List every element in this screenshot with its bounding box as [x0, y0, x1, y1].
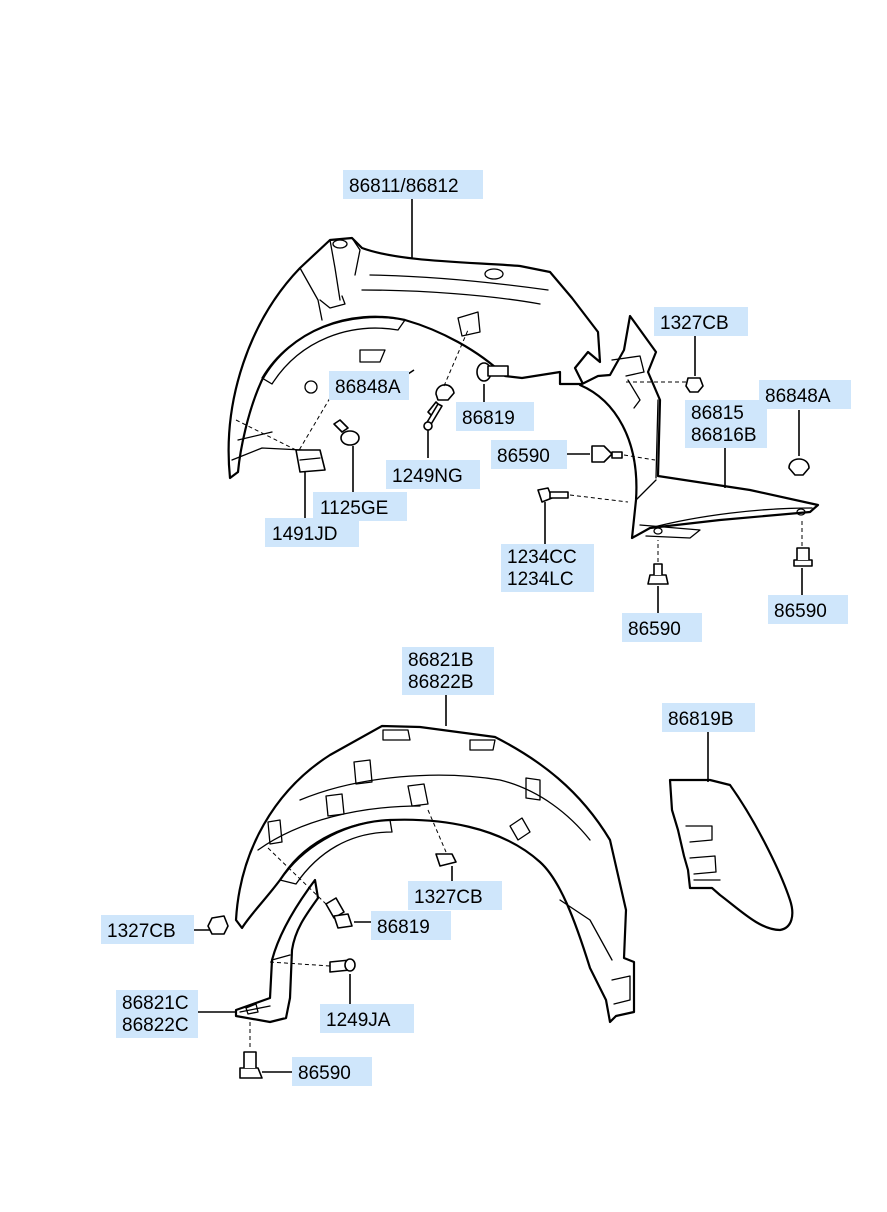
label-86815-86816B[interactable]: 86815 86816B — [685, 400, 767, 448]
label-86819B[interactable]: 86819B — [662, 703, 755, 732]
bolt-1125GE-icon — [333, 419, 360, 446]
screw-86590-mid-icon — [591, 445, 623, 463]
label-86848A-left[interactable]: 86848A — [329, 371, 409, 400]
label-86811-86812[interactable]: 86811/86812 — [343, 170, 483, 199]
label-86590-bottom2[interactable]: 86590 — [768, 595, 848, 624]
svg-text:1327CB: 1327CB — [414, 887, 483, 908]
svg-text:1327CB: 1327CB — [107, 921, 176, 942]
label-86819-low[interactable]: 86819 — [371, 911, 451, 940]
label-1234CC-1234LC[interactable]: 1234CC 1234LC — [501, 544, 594, 592]
label-1249NG[interactable]: 1249NG — [386, 460, 480, 489]
screw-1249NG-icon — [423, 403, 443, 431]
svg-text:86822C: 86822C — [122, 1015, 189, 1036]
svg-text:86815: 86815 — [691, 403, 744, 424]
bolt-1234CC-icon — [537, 487, 569, 503]
nut-1327CB-left-icon — [207, 915, 229, 935]
clip-86848A-right-icon — [788, 458, 810, 476]
screw-86590-bottom1-icon — [647, 563, 669, 585]
label-1125GE[interactable]: 1125GE — [313, 492, 407, 521]
svg-text:86821C: 86821C — [122, 993, 189, 1014]
screw-86590-bottom2-icon — [793, 547, 813, 567]
svg-text:86822B: 86822B — [408, 672, 474, 693]
svg-text:86819: 86819 — [377, 917, 430, 938]
label-1249JA[interactable]: 1249JA — [320, 1004, 414, 1033]
svg-text:1491JD: 1491JD — [272, 524, 338, 545]
svg-text:86848A: 86848A — [765, 386, 831, 407]
svg-text:1234CC: 1234CC — [507, 547, 577, 568]
label-86590-mid[interactable]: 86590 — [491, 440, 567, 469]
screw-1249JA-icon — [329, 958, 356, 973]
svg-text:86819B: 86819B — [668, 709, 734, 730]
wheel-guard-front[interactable] — [227, 236, 602, 480]
svg-text:1249JA: 1249JA — [326, 1010, 391, 1031]
label-86819-top[interactable]: 86819 — [456, 402, 534, 431]
splash-panel-86821C[interactable] — [234, 878, 320, 1024]
screw-86590-low-icon — [239, 1051, 263, 1079]
wheel-guard-86821B[interactable] — [234, 724, 636, 1024]
svg-text:1249NG: 1249NG — [392, 466, 463, 487]
cover-86819B[interactable] — [668, 778, 794, 932]
wheel-guard-rear[interactable] — [578, 314, 820, 540]
bolt-86819-low-icon — [325, 897, 353, 929]
svg-text:86819: 86819 — [462, 408, 515, 429]
nut-1327CB-mid-icon — [435, 853, 457, 867]
svg-text:86590: 86590 — [774, 601, 827, 622]
svg-text:86816B: 86816B — [691, 425, 757, 446]
clip-1491JD-icon — [295, 449, 326, 473]
svg-text:86590: 86590 — [298, 1063, 351, 1084]
svg-text:1327CB: 1327CB — [660, 313, 729, 334]
clip-86848A-left-icon — [427, 384, 455, 417]
label-1327CB-mid[interactable]: 1327CB — [408, 881, 502, 910]
label-86590-low[interactable]: 86590 — [292, 1057, 372, 1086]
label-1327CB-top[interactable]: 1327CB — [654, 307, 748, 336]
svg-text:86590: 86590 — [497, 446, 550, 467]
svg-text:86848A: 86848A — [335, 377, 401, 398]
label-86590-bottom1[interactable]: 86590 — [622, 613, 702, 642]
svg-text:1234LC: 1234LC — [507, 569, 574, 590]
label-86821C-86822C[interactable]: 86821C 86822C — [116, 990, 198, 1038]
svg-text:86821B: 86821B — [408, 650, 474, 671]
svg-text:1125GE: 1125GE — [320, 498, 388, 519]
label-1327CB-left[interactable]: 1327CB — [101, 915, 194, 944]
bolt-86819-top-icon — [476, 362, 509, 382]
label-86821B-86822B[interactable]: 86821B 86822B — [402, 647, 494, 695]
svg-text:86590: 86590 — [628, 619, 681, 640]
label-1491JD[interactable]: 1491JD — [265, 518, 359, 547]
svg-text:86811/86812: 86811/86812 — [349, 176, 459, 197]
label-86848A-right[interactable]: 86848A — [759, 380, 851, 409]
nut-1327CB-top-icon — [685, 377, 704, 393]
